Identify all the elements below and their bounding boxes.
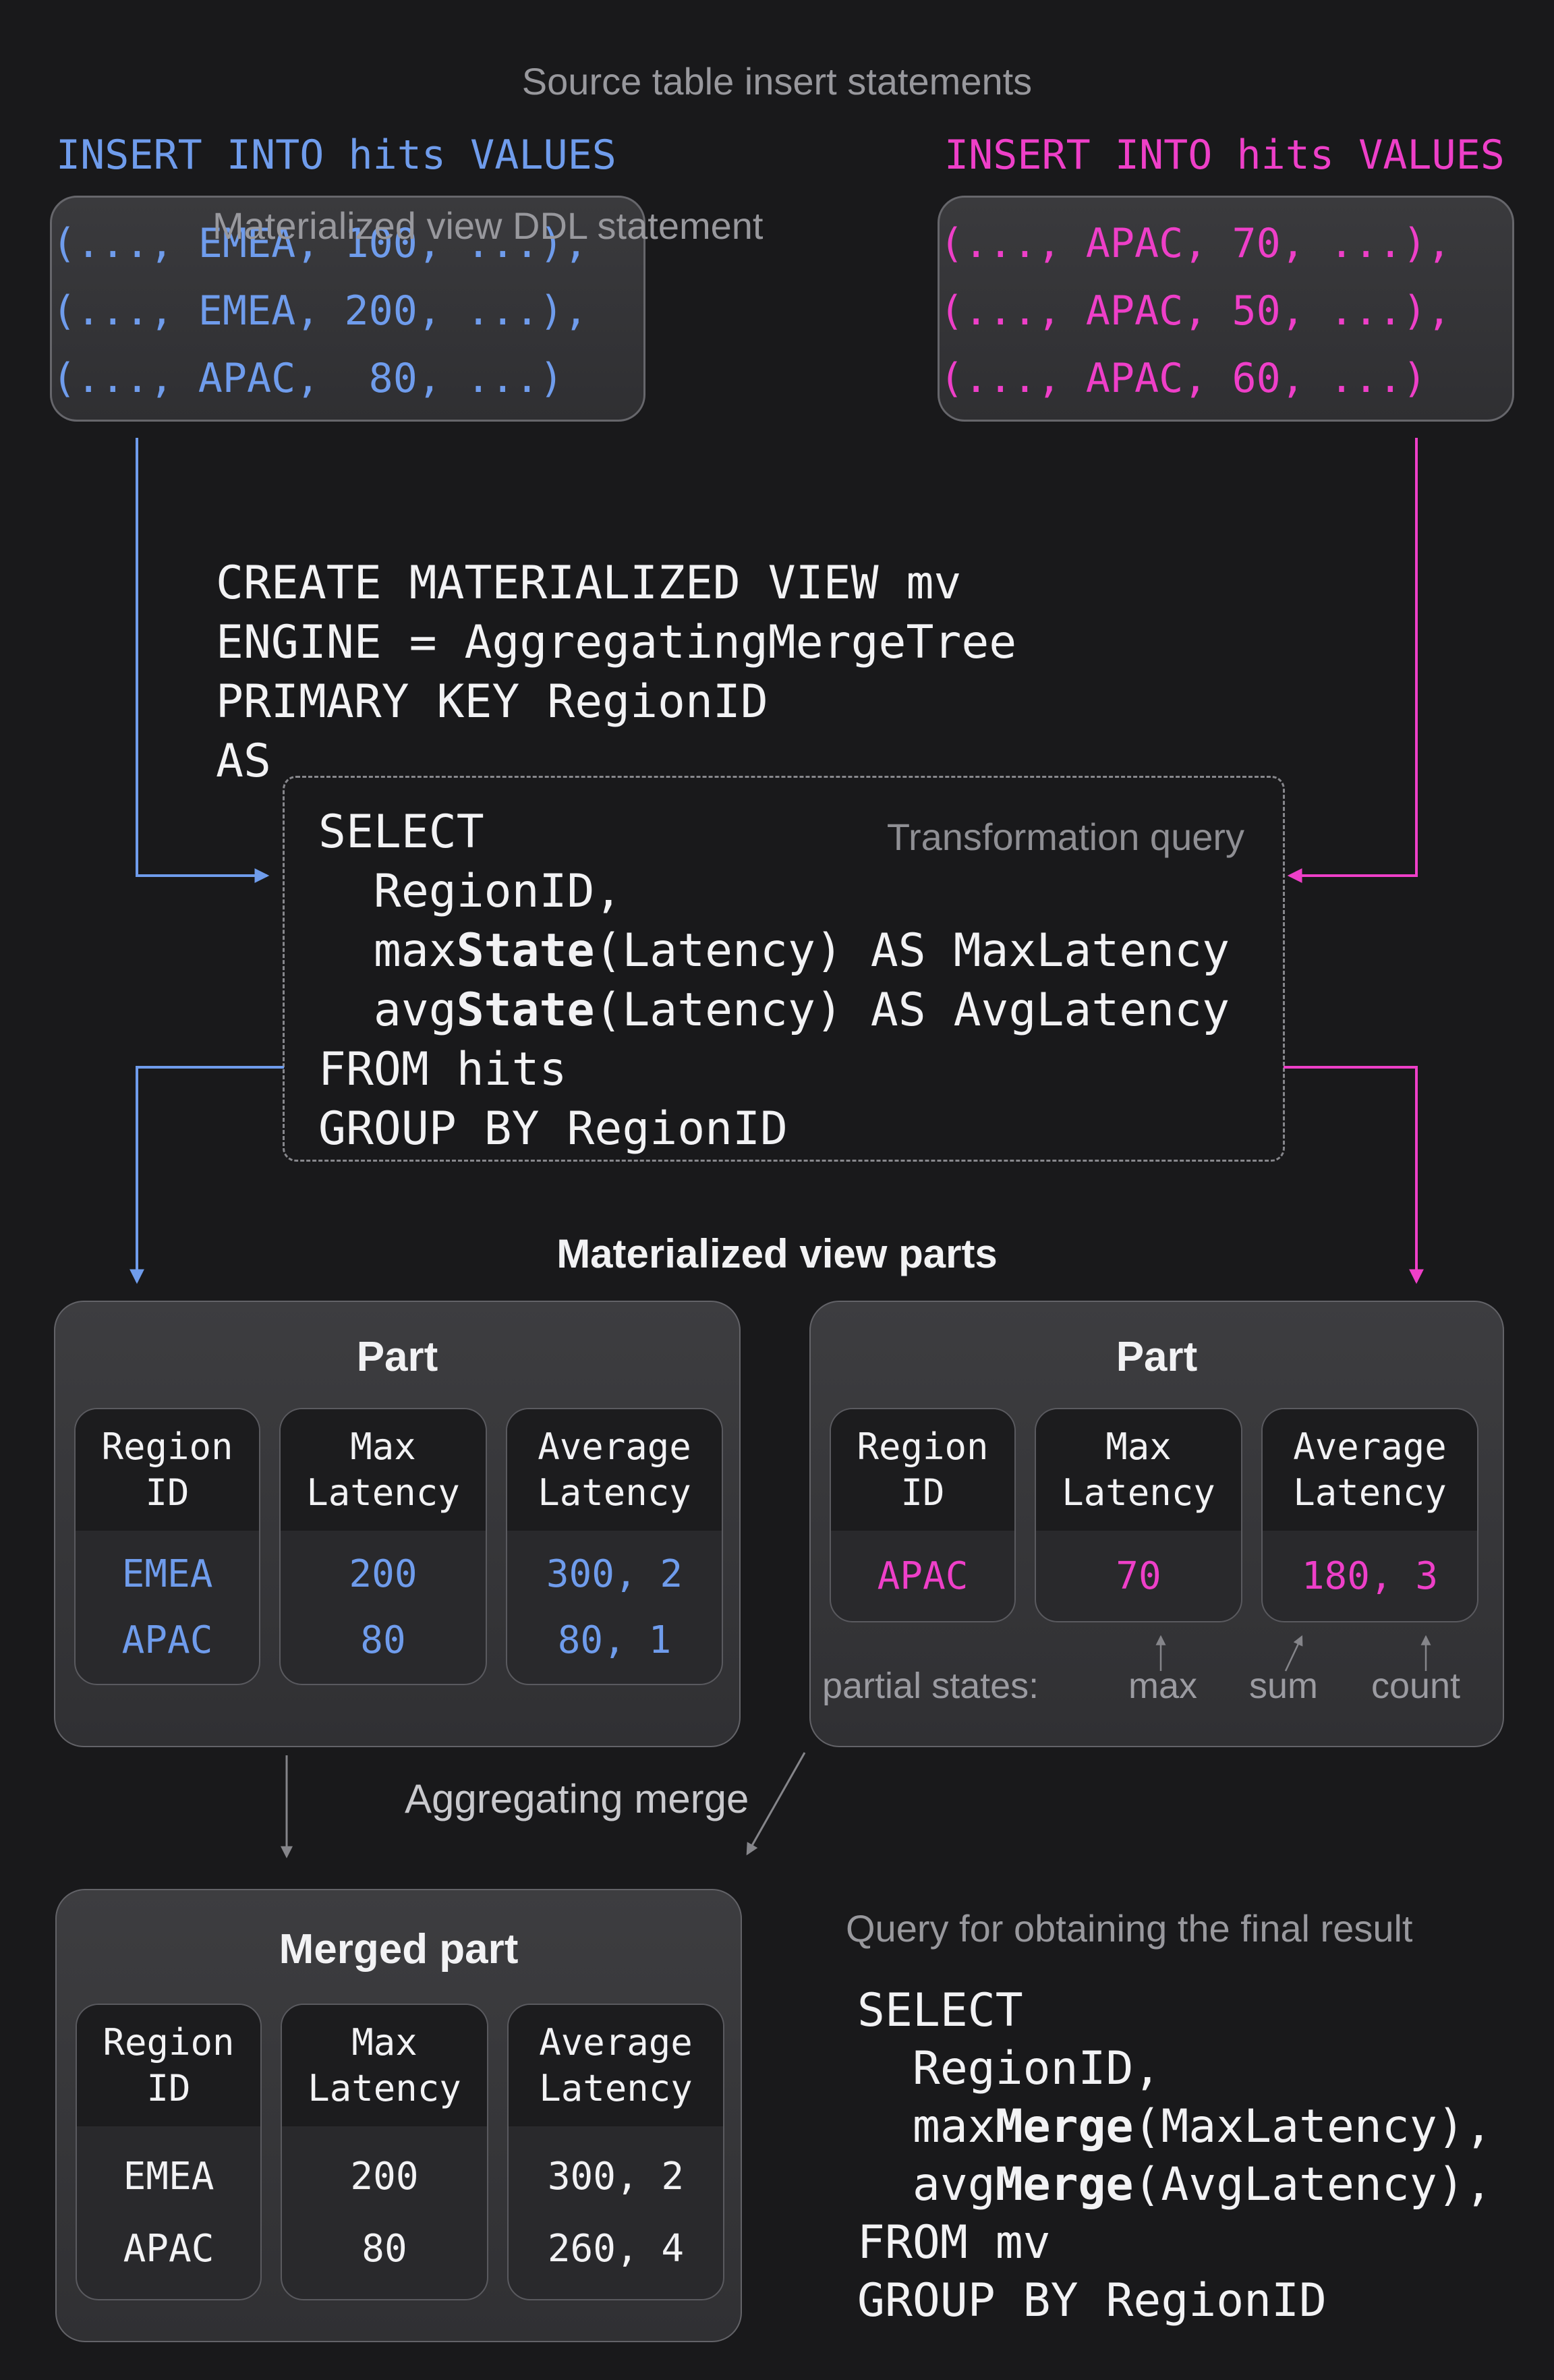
- column-values: 300, 2 80, 1: [507, 1531, 722, 1684]
- code-line: avgMerge(AvgLatency),: [857, 2158, 1493, 2211]
- table-value: APAC: [877, 1554, 969, 1598]
- table-value: 300, 2: [546, 1552, 683, 1597]
- transformation-query-code: SELECT RegionID, maxState(Latency) AS Ma…: [318, 803, 1230, 1159]
- insert-values-row: (..., APAC, 50, ...),: [940, 287, 1451, 335]
- partial-states-label: partial states:: [822, 1666, 1039, 1706]
- table-value: 260, 4: [547, 2227, 685, 2271]
- code-line: CREATE MATERIALIZED VIEW mv: [216, 557, 962, 610]
- merged-part-title: Merged part: [279, 1926, 519, 1973]
- column-values: APAC: [831, 1531, 1014, 1621]
- partial-state-sum-label: sum: [1248, 1666, 1318, 1706]
- table-value: 200: [349, 1552, 418, 1597]
- code-line: RegionID,: [857, 2042, 1161, 2095]
- left-insert-statement-label: INSERT INTO hits VALUES: [56, 132, 616, 179]
- code-line: avgState(Latency) AS AvgLatency: [318, 984, 1230, 1037]
- column-values: 180, 3: [1263, 1531, 1477, 1621]
- code-line: maxState(Latency) AS MaxLatency: [318, 924, 1230, 978]
- code-line: GROUP BY RegionID: [318, 1102, 788, 1156]
- final-query-title: Query for obtaining the final result: [846, 1907, 1413, 1950]
- right-part-to-merged-arrow: [746, 1752, 806, 1856]
- code-line: RegionID,: [318, 865, 623, 918]
- left-part-title: Part: [356, 1334, 438, 1380]
- table-value: EMEA: [123, 2155, 214, 2199]
- transformation-query-box: [283, 776, 1285, 1162]
- insert-values-row: (..., EMEA, 100, ...),: [52, 220, 588, 267]
- insert-values-row: (..., APAC, 80, ...): [52, 355, 564, 402]
- table-value: 70: [1116, 1554, 1161, 1598]
- transformation-query-label: Transformation query: [886, 816, 1244, 858]
- code-line: SELECT: [318, 805, 484, 859]
- table-value: 80: [360, 1618, 406, 1662]
- table-value: APAC: [123, 2227, 214, 2271]
- code-line: maxMerge(MaxLatency),: [857, 2100, 1493, 2153]
- final-query-code: SELECT RegionID, maxMerge(MaxLatency), a…: [857, 1982, 1493, 2330]
- table-value: 80: [362, 2227, 407, 2271]
- partial-state-count-label: count: [1371, 1666, 1461, 1706]
- table-value: 80, 1: [557, 1618, 672, 1662]
- code-line: ENGINE = AggregatingMergeTree: [216, 616, 1017, 669]
- ddl-code-block: CREATE MATERIALIZED VIEW mv ENGINE = Aggr…: [216, 554, 1016, 791]
- partial-state-max-label: max: [1128, 1666, 1197, 1706]
- table-value: APAC: [121, 1618, 213, 1662]
- code-line: GROUP BY RegionID: [857, 2274, 1327, 2327]
- insert-values-row: (..., APAC, 70, ...),: [940, 220, 1451, 267]
- aggregating-merge-label: Aggregating merge: [405, 1776, 749, 1821]
- column-values: 70: [1036, 1531, 1241, 1621]
- ddl-section-title: Materialized view DDL statement: [212, 204, 764, 247]
- code-line: FROM mv: [857, 2216, 1051, 2269]
- source-section-title: Source table insert statements: [521, 60, 1033, 103]
- right-part-title: Part: [1116, 1334, 1198, 1380]
- parts-section-heading: Materialized view parts: [556, 1231, 998, 1276]
- table-value: EMEA: [121, 1552, 213, 1597]
- column-values: EMEA APAC: [77, 2126, 260, 2299]
- table-value: 180, 3: [1301, 1554, 1439, 1598]
- column-values: EMEA APAC: [76, 1531, 259, 1684]
- right-insert-statement-label: INSERT INTO hits VALUES: [944, 132, 1505, 179]
- column-values: 300, 2 260, 4: [509, 2126, 723, 2299]
- insert-values-row: (..., EMEA, 200, ...),: [52, 287, 588, 335]
- right-insert-to-query-arrow: [1287, 438, 1418, 883]
- right-insert-values-box: (..., APAC, 70, ...), (..., APAC, 50, ...…: [938, 196, 1514, 422]
- code-line: FROM hits: [318, 1043, 567, 1096]
- code-line: PRIMARY KEY RegionID: [216, 675, 768, 729]
- table-value: 200: [350, 2155, 419, 2199]
- table-value: 300, 2: [547, 2155, 685, 2199]
- code-line: SELECT: [857, 1984, 1023, 2037]
- insert-values-row: (..., APAC, 60, ...): [940, 355, 1427, 402]
- left-insert-values-box: (..., EMEA, 100, ...), (..., EMEA, 200, .…: [50, 196, 645, 422]
- column-values: 200 80: [282, 2126, 487, 2299]
